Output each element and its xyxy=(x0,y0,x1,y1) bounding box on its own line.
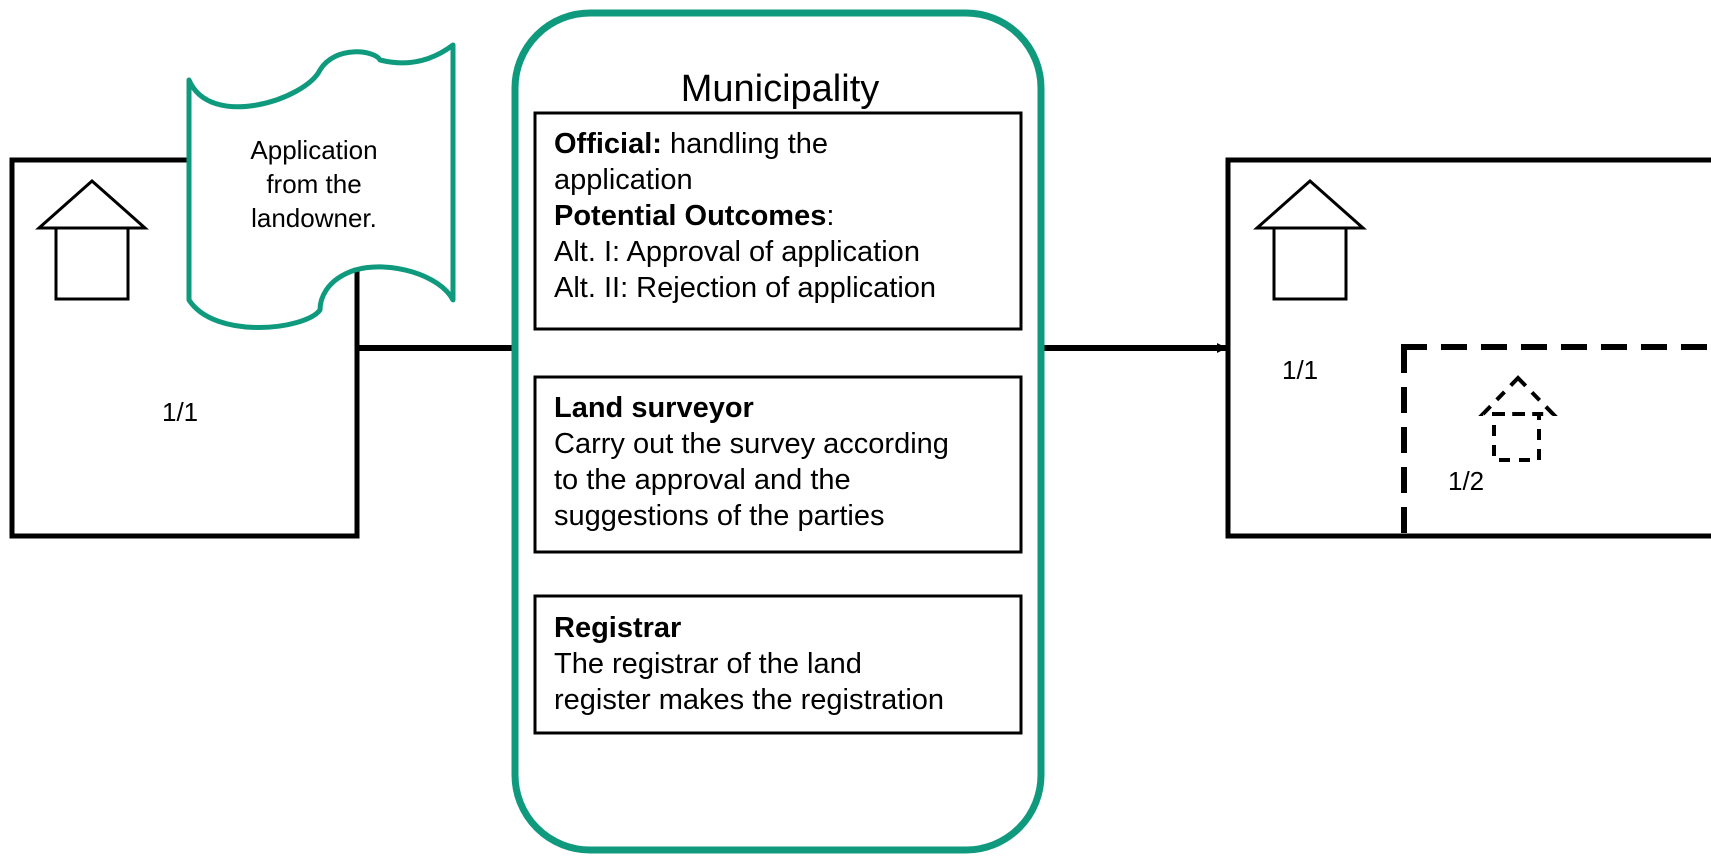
dashed-house-icon xyxy=(1478,375,1558,462)
registrar-line: The registrar of the land xyxy=(554,648,862,680)
house-icon xyxy=(1253,178,1367,301)
parcel-after-new-label: 1/2 xyxy=(1448,466,1485,496)
official-line2: application xyxy=(554,164,693,196)
official-box xyxy=(533,111,1023,331)
application-line: Application xyxy=(250,135,378,165)
official-description: handling the xyxy=(661,128,829,160)
registrar-label: Registrar xyxy=(554,612,682,644)
outcomes-colon: : xyxy=(826,200,835,232)
registrar-line: register makes the registration xyxy=(554,684,945,716)
outcome-alt1: Alt. I: Approval of application xyxy=(554,236,920,268)
application-text: Application from the landowner. xyxy=(214,133,414,235)
document-scroll-icon xyxy=(186,42,456,330)
official-text: Official: handling the application Poten… xyxy=(554,126,936,306)
municipality-title: Municipality xyxy=(680,68,880,110)
registrar-box xyxy=(533,594,1023,735)
application-line: landowner. xyxy=(251,203,377,233)
surveyor-line: to the approval and the xyxy=(554,464,851,496)
surveyor-line: suggestions of the parties xyxy=(554,500,885,532)
new-parcel-boundary xyxy=(1401,344,1711,536)
registrar-text: Registrar The registrar of the land regi… xyxy=(554,610,944,718)
house-icon xyxy=(35,178,149,301)
surveyor-box xyxy=(533,375,1023,554)
outcome-alt2: Alt. II: Rejection of application xyxy=(554,272,937,304)
surveyor-text: Land surveyor Carry out the survey accor… xyxy=(554,390,949,534)
application-line: from the xyxy=(266,169,362,199)
surveyor-line: Carry out the survey according xyxy=(554,428,949,460)
parcel-before-label: 1/1 xyxy=(162,397,199,427)
outcomes-label: Potential Outcomes xyxy=(554,200,827,232)
outcomes-line: Potential Outcomes: xyxy=(554,198,936,234)
parcel-after-outline xyxy=(1225,157,1711,539)
parcel-after-main-label: 1/1 xyxy=(1282,355,1319,385)
surveyor-label: Land surveyor xyxy=(554,392,754,424)
official-label: Official: xyxy=(554,128,662,160)
official-line1: Official: handling the xyxy=(554,126,936,162)
